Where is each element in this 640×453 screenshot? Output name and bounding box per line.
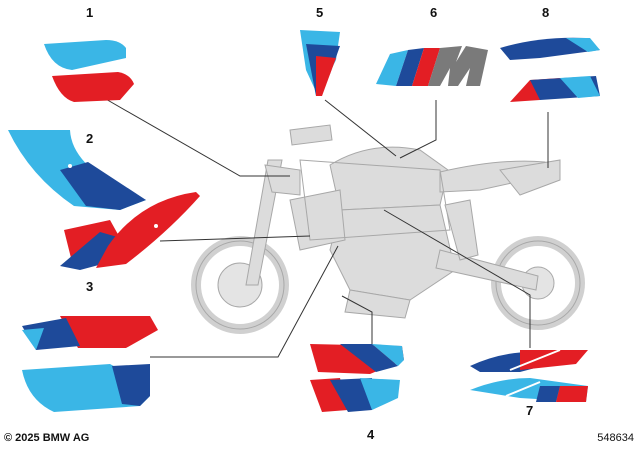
leader-4 — [341, 295, 373, 345]
callout-8: 8 — [542, 5, 550, 20]
decal-4-top-dark-blue — [340, 344, 398, 372]
decal-6 — [376, 46, 488, 86]
decal-6-dark-blue — [396, 48, 424, 86]
callout-5: 5 — [316, 5, 324, 20]
decal-2-dark-blue — [60, 162, 146, 210]
decal-4-bottom-dark-blue — [330, 378, 372, 412]
decal-6-m-gray — [428, 46, 488, 86]
callout-6: 6 — [430, 5, 438, 20]
decal-7-bottom-stripe — [505, 381, 541, 397]
decal-7-top-stripe — [509, 349, 561, 371]
leader-1 — [103, 97, 290, 177]
callout-7: 7 — [526, 403, 534, 418]
tail — [499, 159, 561, 196]
decal-6-light-blue — [376, 50, 408, 86]
decal-5 — [300, 30, 340, 96]
leader-5 — [324, 99, 397, 157]
decal-3 — [22, 316, 158, 412]
decal-2-hole-top — [68, 164, 72, 168]
decal-4-bottom-light-blue — [360, 378, 400, 410]
decal-8 — [500, 37, 600, 102]
decal-2-hole-bottom — [154, 224, 158, 228]
decal-1-light-blue — [44, 40, 126, 70]
decal-6-red — [412, 48, 440, 86]
decal-2 — [8, 130, 200, 270]
decal-8-top-light-blue — [566, 38, 600, 52]
decal-4 — [310, 344, 404, 412]
decal-3-bottom-dark-blue — [112, 364, 150, 406]
leader-7 — [383, 209, 531, 348]
handlebar — [289, 124, 333, 146]
decal-3-light-blue-left — [22, 328, 44, 350]
rear-shock — [444, 199, 479, 261]
front-wheel-rim — [195, 240, 285, 330]
decal-7-top-red — [520, 350, 588, 370]
leader-6 — [399, 100, 437, 159]
decal-5-red — [316, 56, 336, 96]
callout-2: 2 — [86, 131, 94, 146]
motorcycle-illustration — [191, 124, 585, 334]
decal-3-red — [60, 316, 158, 348]
headlight — [264, 164, 301, 196]
engine — [329, 204, 456, 301]
callout-4: 4 — [367, 427, 375, 442]
decal-2-red-main — [96, 192, 200, 268]
copyright-text: © 2025 BMW AG — [4, 432, 90, 444]
tank — [329, 146, 449, 211]
callout-1: 1 — [86, 5, 94, 20]
leader-2 — [159, 235, 311, 242]
rear-wheel-rim — [495, 240, 581, 326]
decal-7-bottom-dark-blue — [536, 386, 560, 402]
decal-1-red — [52, 72, 134, 102]
callout-3: 3 — [86, 279, 94, 294]
decal-7-bottom-red — [556, 386, 588, 402]
diagram-id: 548634 — [597, 432, 634, 444]
decal-4-top-light-blue — [372, 344, 404, 366]
decal-1 — [44, 40, 134, 102]
side-panel — [289, 189, 346, 251]
exhaust — [344, 289, 411, 319]
frame — [299, 159, 451, 241]
leader-lines — [103, 97, 549, 358]
decal-8-bottom-light-blue — [560, 76, 600, 98]
leader-3 — [150, 245, 339, 358]
decal-7 — [470, 349, 588, 402]
